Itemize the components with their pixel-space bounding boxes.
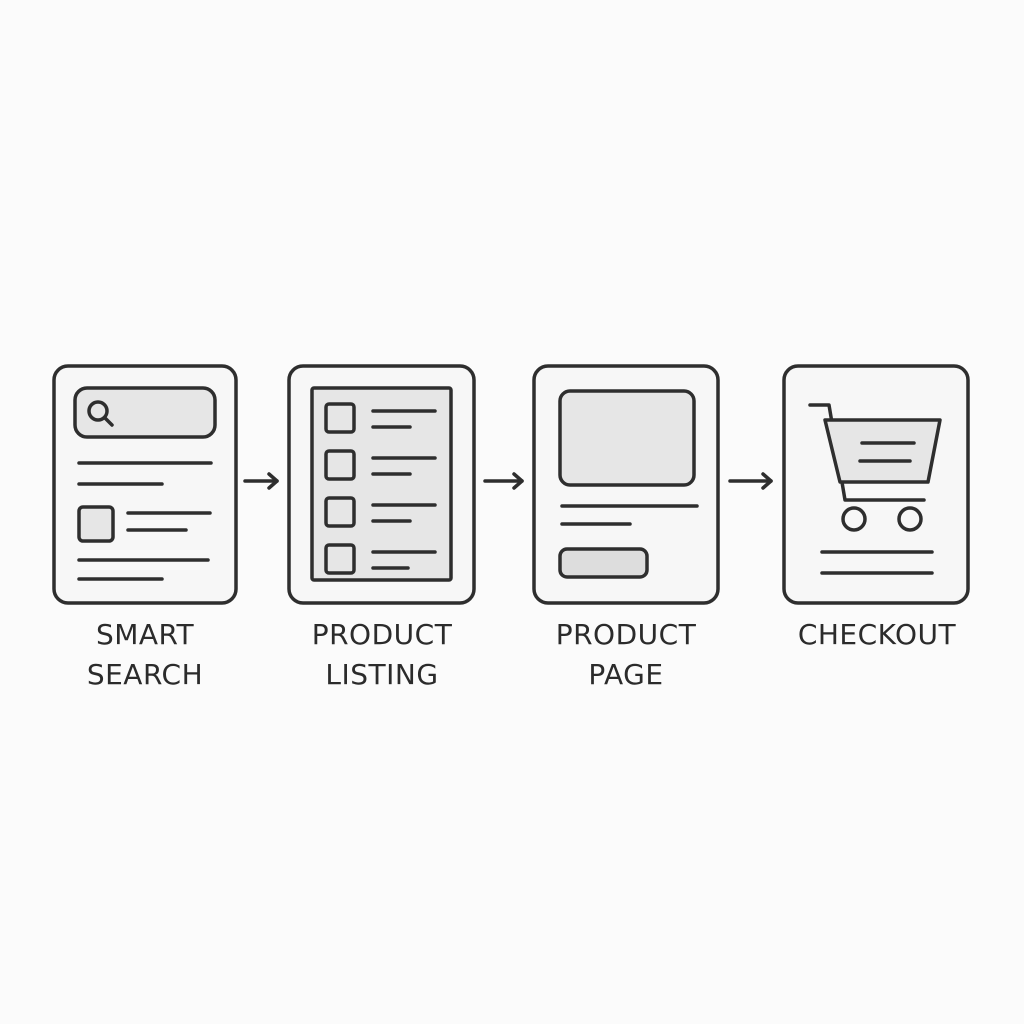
add-to-cart-shape (558, 547, 649, 579)
step-label-smart-search: SMART SEARCH (30, 615, 260, 695)
search-page-icon (52, 364, 238, 605)
product-list-icon (287, 364, 476, 605)
product-detail-icon (532, 364, 720, 605)
result-thumbnail (77, 505, 115, 543)
step-label-line: PRODUCT (555, 618, 697, 651)
step-card-checkout (782, 364, 970, 605)
step-label-checkout: CHECKOUT (762, 615, 992, 655)
arrow-right-icon (243, 472, 279, 490)
search-bar (73, 386, 217, 439)
step-label-line: PRODUCT (311, 618, 453, 651)
step-label-product-listing: PRODUCT LISTING (267, 615, 497, 695)
step-label-product-page: PRODUCT PAGE (511, 615, 741, 695)
step-label-line: SMART (95, 618, 195, 651)
product-image (558, 389, 696, 487)
step-label-line: LISTING (325, 658, 439, 691)
shopping-cart-icon (782, 364, 970, 605)
arrow-right-icon (728, 472, 773, 490)
step-label-line: PAGE (588, 658, 664, 691)
listing-panel (310, 386, 453, 582)
magnifier-icon (87, 400, 114, 427)
step-label-line: SEARCH (86, 658, 204, 691)
arrow-right-icon (483, 472, 524, 490)
step-label-line: CHECKOUT (797, 618, 957, 651)
